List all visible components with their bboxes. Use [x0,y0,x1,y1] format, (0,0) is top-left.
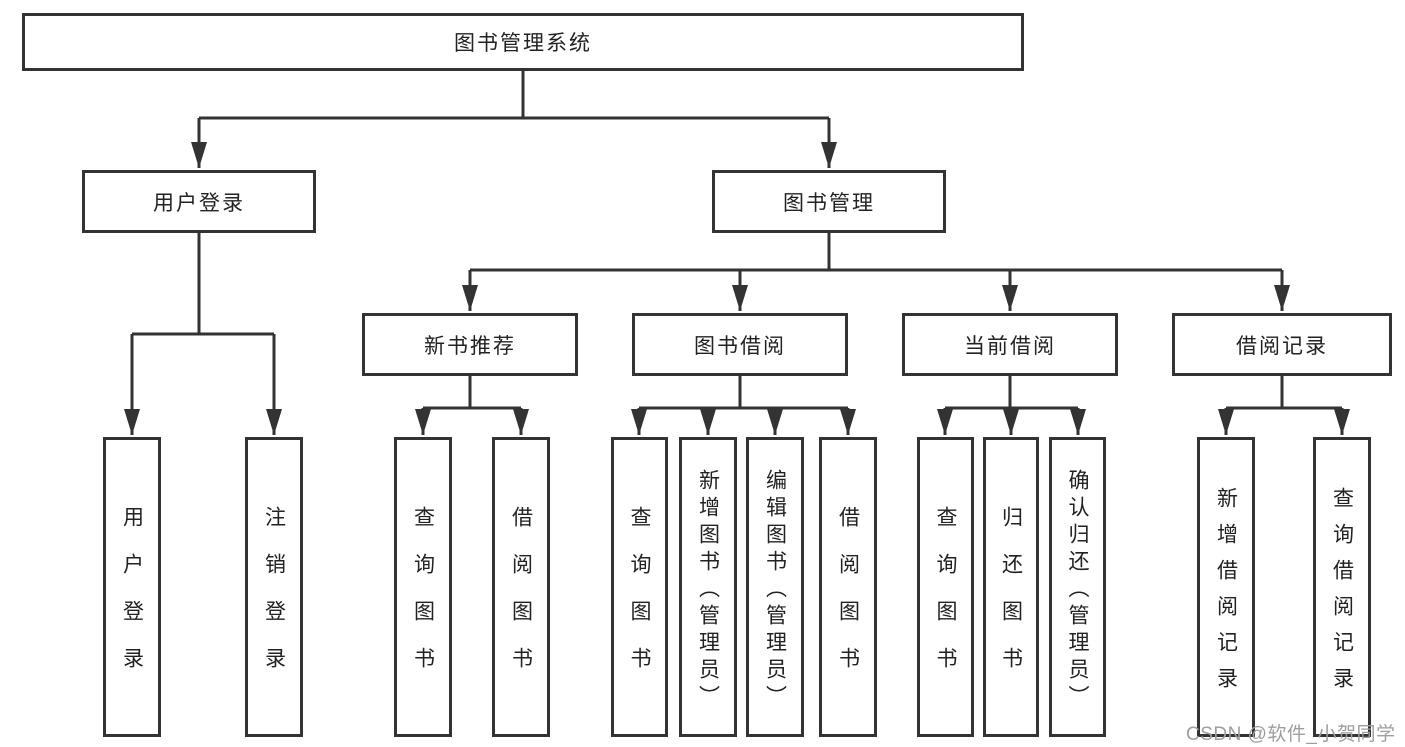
leaf-label: 用户登录 [120,506,144,694]
leaf-label: 归还图书 [999,506,1023,694]
leaf-query-books-borrowing: 查询图书 [611,437,668,737]
connector-current-trunk [945,376,1078,410]
node-current-borrowing: 当前借阅 [902,313,1118,376]
node-borrowing-records: 借阅记录 [1172,313,1392,376]
leaf-label: 借阅图书 [509,506,533,694]
connector-root-trunk [199,71,829,120]
node-new-book-recommendation: 新书推荐 [362,313,578,376]
leaf-label: 注销登录 [262,506,286,694]
leaf-return-books: 归还图书 [983,437,1039,737]
leaf-confirm-return-admin: 确认归还（管理员） [1049,437,1106,737]
leaf-query-books-current: 查询图书 [917,437,974,737]
leaf-label: 借阅图书 [836,506,860,694]
leaf-query-books-recommendation: 查询图书 [394,437,452,737]
leaf-user-login: 用户登录 [103,437,161,737]
leaf-label: 编辑图书（管理员） [763,468,787,712]
leaf-borrow-books-recommendation: 借阅图书 [492,437,550,737]
leaf-label: 新增图书（管理员） [696,468,720,712]
connector-bookmgmt-trunk [470,233,1282,272]
node-library-system: 图书管理系统 [22,13,1024,71]
connector-newbook-trunk [423,376,521,410]
watermark: CSDN @软件_小贺同学 [1186,724,1396,745]
leaf-label: 新增借阅记录 [1214,487,1238,703]
connector-login-trunk [132,233,274,336]
node-user-login: 用户登录 [82,170,316,233]
leaf-label: 查询图书 [411,506,435,694]
leaf-edit-books-admin: 编辑图书（管理员） [746,437,804,737]
connector-borrow-trunk [639,376,848,410]
node-book-borrowing: 图书借阅 [632,313,848,376]
leaf-borrow-books-borrowing: 借阅图书 [819,437,877,737]
leaf-label: 查询图书 [934,506,958,694]
leaf-label: 查询借阅记录 [1330,487,1354,703]
leaf-add-books-admin: 新增图书（管理员） [679,437,737,737]
leaf-label: 查询图书 [628,506,652,694]
leaf-label: 确认归还（管理员） [1066,468,1090,712]
leaf-query-borrowing-record: 查询借阅记录 [1313,437,1371,737]
node-book-management: 图书管理 [712,170,946,233]
leaf-logout: 注销登录 [245,437,303,737]
connector-records-trunk [1226,376,1342,410]
leaf-add-borrowing-record: 新增借阅记录 [1197,437,1255,737]
